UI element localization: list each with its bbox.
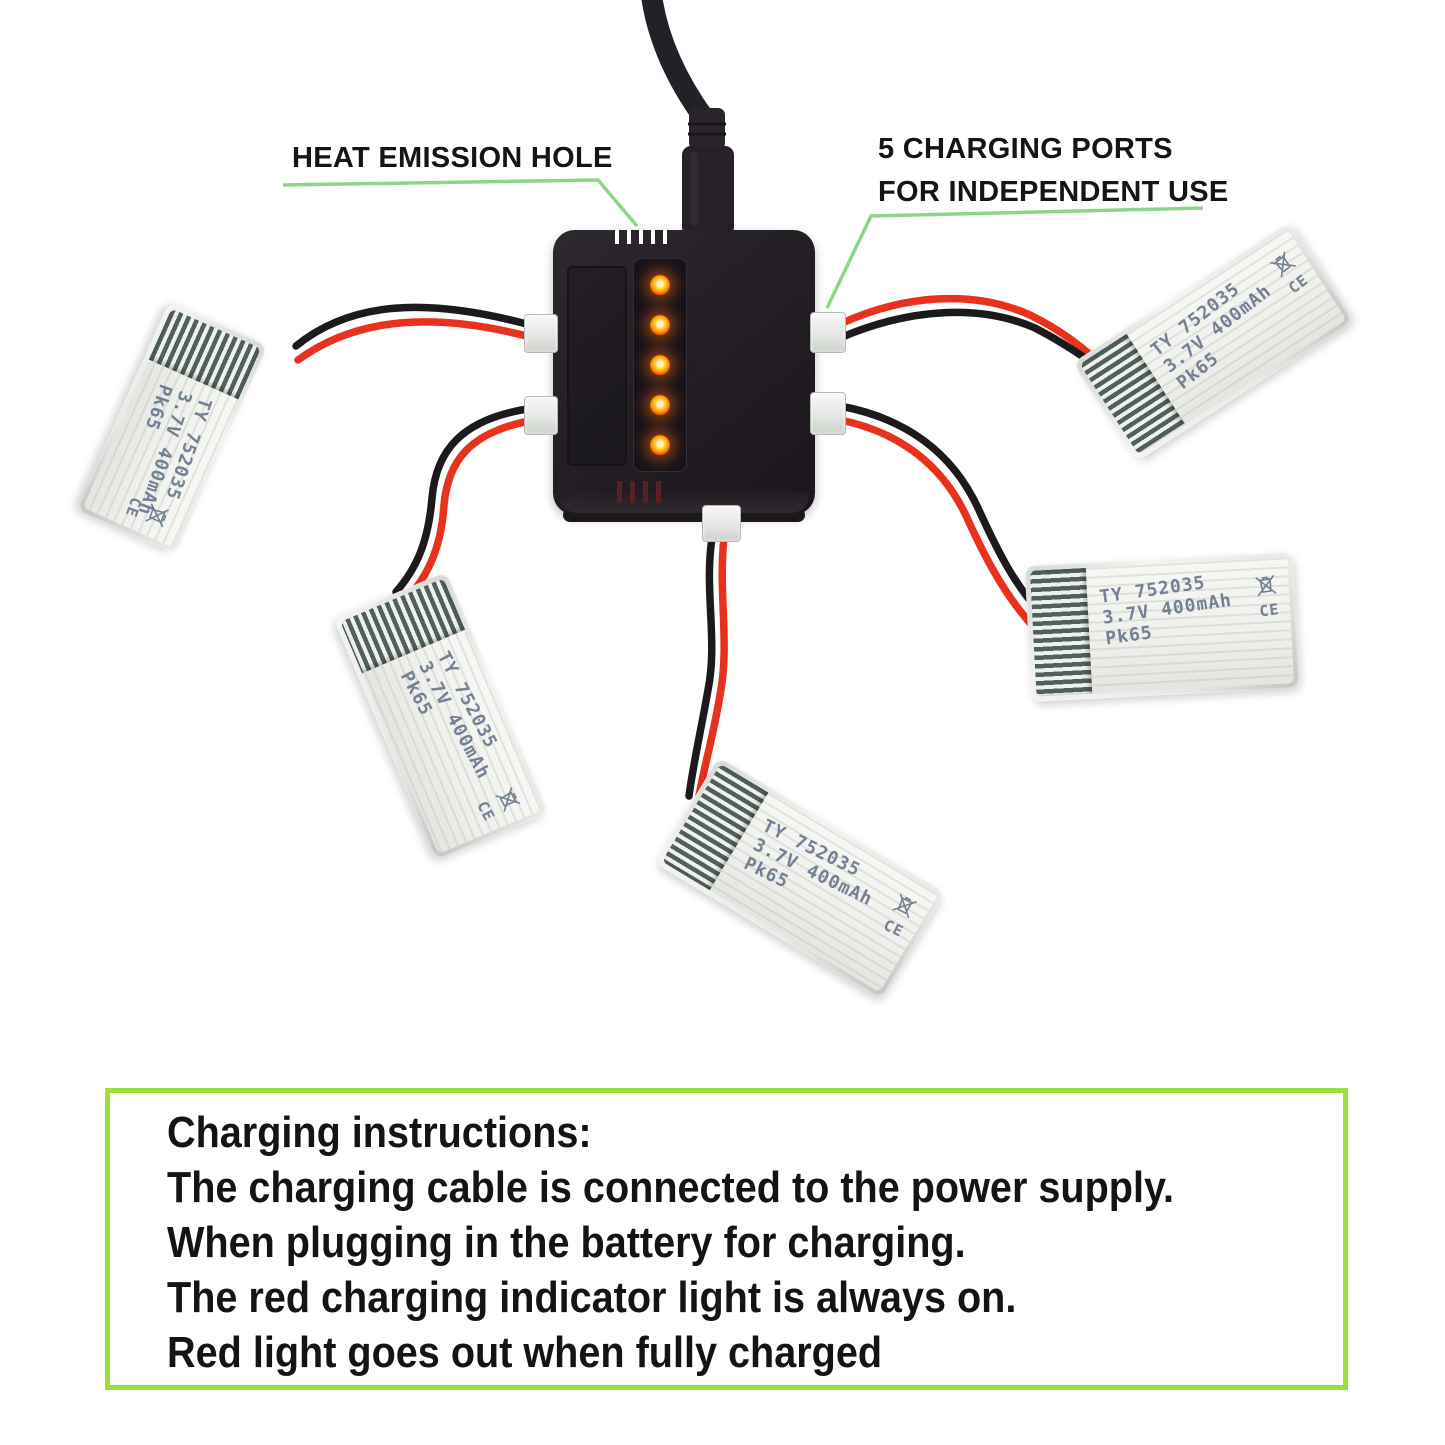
wire-red xyxy=(400,416,538,606)
battery-body: TY 752035 3.7V 400mAh Pk65 CE xyxy=(709,792,939,993)
battery: TY 752035 3.7V 400mAh Pk65 CE xyxy=(654,756,946,1000)
charging-led-indicator xyxy=(650,435,670,455)
charging-port xyxy=(810,392,846,435)
battery-certification-marks: CE xyxy=(1254,573,1281,621)
charging-port xyxy=(524,314,558,353)
crossed-bin-icon xyxy=(495,787,521,812)
heat-emission-holes-bottom xyxy=(617,481,669,503)
charging-port xyxy=(524,396,558,435)
battery-certification-marks: CE xyxy=(473,785,522,824)
led-indicator-panel xyxy=(633,258,687,472)
charging-instructions-box: Charging instructions: The charging cabl… xyxy=(105,1088,1348,1390)
battery: TY 752035 3.7V 400mAh Pk65 CE xyxy=(1024,552,1300,702)
charging-led-indicator xyxy=(650,395,670,415)
crossed-bin-icon xyxy=(145,503,169,528)
wire-red xyxy=(836,294,1112,374)
wire-red xyxy=(836,416,1042,636)
battery: TY 752035 3.7V 400mAh Pk65 CE xyxy=(333,571,549,861)
heat-emission-holes xyxy=(615,229,671,244)
battery-body: TY 752035 3.7V 400mAh Pk65 CE xyxy=(1085,557,1295,694)
charging-ports-label: 5 CHARGING PORTS FOR INDEPENDENT USE xyxy=(878,128,1229,214)
charging-led-indicator xyxy=(650,275,670,295)
wire-black xyxy=(685,534,716,800)
wire-black xyxy=(392,404,538,596)
callout-line-heat xyxy=(282,178,639,228)
battery-body: TY 752035 3.7V 400mAh Pk65 CE xyxy=(1126,229,1347,425)
instruction-line: The red charging indicator light is alwa… xyxy=(167,1273,1017,1322)
battery: TY 752035 3.7V 400mAh Pk65 CE xyxy=(76,301,268,555)
battery-shell: TY 752035 3.7V 400mAh Pk65 CE xyxy=(1079,229,1347,455)
wire-black xyxy=(292,303,538,350)
battery-certification-marks: CE xyxy=(881,892,919,941)
battery-shell: TY 752035 3.7V 400mAh Pk65 CE xyxy=(340,578,542,854)
instruction-line: The charging cable is connected to the p… xyxy=(167,1163,1175,1212)
wire-black xyxy=(836,402,1048,620)
battery-certification-marks: CE xyxy=(122,495,171,529)
battery-wires xyxy=(292,294,1118,806)
charging-port xyxy=(702,505,741,542)
charging-port xyxy=(810,312,846,353)
charging-hub xyxy=(553,229,815,522)
charger-side-panel xyxy=(567,266,627,466)
instructions-title: Charging instructions: xyxy=(167,1108,592,1157)
battery-shell: TY 752035 3.7V 400mAh Pk65 CE xyxy=(82,308,262,548)
wire-red xyxy=(294,318,538,364)
charging-ports-label-line2: FOR INDEPENDENT USE xyxy=(878,176,1229,208)
instruction-line: Red light goes out when fully charged xyxy=(167,1328,883,1377)
battery-certification-marks: CE xyxy=(1268,250,1312,297)
battery: TY 752035 3.7V 400mAh Pk65 CE xyxy=(1072,222,1354,462)
crossed-bin-icon xyxy=(1270,251,1296,278)
instruction-line: When plugging in the battery for chargin… xyxy=(167,1218,966,1267)
charging-led-indicator xyxy=(650,355,670,375)
battery-shell: TY 752035 3.7V 400mAh Pk65 CE xyxy=(661,763,939,993)
callout-line-ports xyxy=(825,206,1204,309)
crossed-bin-icon xyxy=(1255,574,1277,597)
battery-body: TY 752035 3.7V 400mAh Pk65 CE xyxy=(362,629,542,854)
crossed-bin-icon xyxy=(892,893,917,919)
dc-plug-neck xyxy=(689,108,725,150)
wire-red xyxy=(694,534,728,806)
charging-led-indicator xyxy=(650,315,670,335)
charging-ports-label-line1: 5 CHARGING PORTS xyxy=(878,133,1173,165)
power-cable xyxy=(641,0,734,236)
heat-emission-label: HEAT EMISSION HOLE xyxy=(292,142,613,174)
battery-shell: TY 752035 3.7V 400mAh Pk65 CE xyxy=(1029,557,1295,697)
battery-body: TY 752035 3.7V 400mAh Pk65 CE xyxy=(82,359,239,548)
